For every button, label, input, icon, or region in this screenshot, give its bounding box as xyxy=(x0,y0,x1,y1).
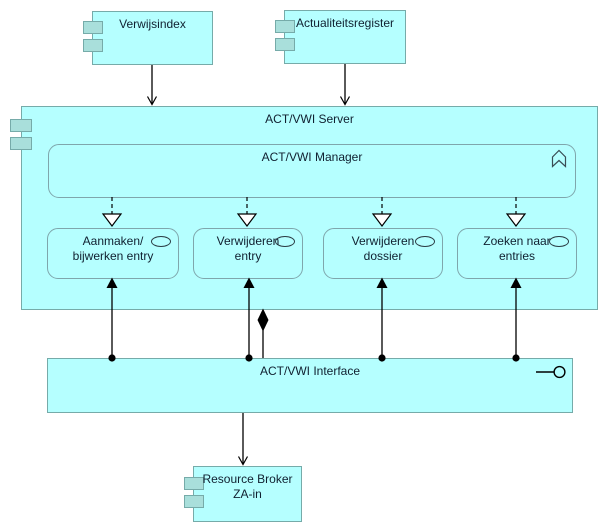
interface-lollipop-icon xyxy=(535,365,567,384)
service-oval-icon xyxy=(275,236,295,247)
service-label-line1: Verwijderen xyxy=(216,234,280,248)
function-label: ACT/VWI Manager xyxy=(261,150,363,164)
service-label-line1: Aanmaken/ xyxy=(82,234,144,248)
component-label: ACT/VWI Server xyxy=(265,112,354,126)
composition-server-interface xyxy=(257,308,269,358)
service-oval-icon xyxy=(415,236,435,247)
component-icon xyxy=(184,477,204,490)
arrow-actualiteitsregister-to-server xyxy=(339,64,351,106)
service-label-line1: Verwijderen xyxy=(351,234,415,248)
component-icon xyxy=(83,39,103,52)
service-label-line1: Zoeken naar xyxy=(483,234,551,248)
component-icon xyxy=(10,137,32,150)
service-label-line2: dossier xyxy=(363,249,403,263)
component-label-line1: Resource Broker xyxy=(202,472,293,486)
component-icon xyxy=(275,38,295,51)
component-label: Verwijsindex xyxy=(119,17,186,31)
component-actualiteitsregister[interactable]: Actualiteitsregister xyxy=(275,10,406,64)
service-label-line2: bijwerken entry xyxy=(72,249,154,263)
arrow-interface-to-resource-broker xyxy=(237,413,249,466)
component-icon xyxy=(275,20,295,33)
interface-act-vwi[interactable]: ACT/VWI Interface xyxy=(47,358,573,413)
service-aanmaken-bijwerken-entry[interactable]: Aanmaken/bijwerken entry xyxy=(47,228,179,279)
arrow-verwijsindex-to-server xyxy=(146,65,158,106)
service-label-line2: entry xyxy=(234,249,262,263)
component-label-line2: ZA-in xyxy=(233,487,262,501)
component-act-vwi-server[interactable]: ACT/VWI Server ACT/VWI Manager Aanmaken/… xyxy=(10,106,598,310)
function-act-vwi-manager[interactable]: ACT/VWI Manager xyxy=(48,144,576,198)
service-oval-icon xyxy=(151,236,171,247)
service-label-line2: entries xyxy=(498,249,536,263)
component-icon xyxy=(10,119,32,132)
component-verwijsindex[interactable]: Verwijsindex xyxy=(83,11,213,65)
component-icon xyxy=(184,495,204,508)
function-icon xyxy=(551,149,567,173)
service-oval-icon xyxy=(549,236,569,247)
component-label: Actualiteitsregister xyxy=(295,16,395,30)
component-icon xyxy=(83,21,103,34)
service-label: Aanmaken/bijwerken entry xyxy=(48,234,178,264)
interface-label: ACT/VWI Interface xyxy=(259,364,361,378)
